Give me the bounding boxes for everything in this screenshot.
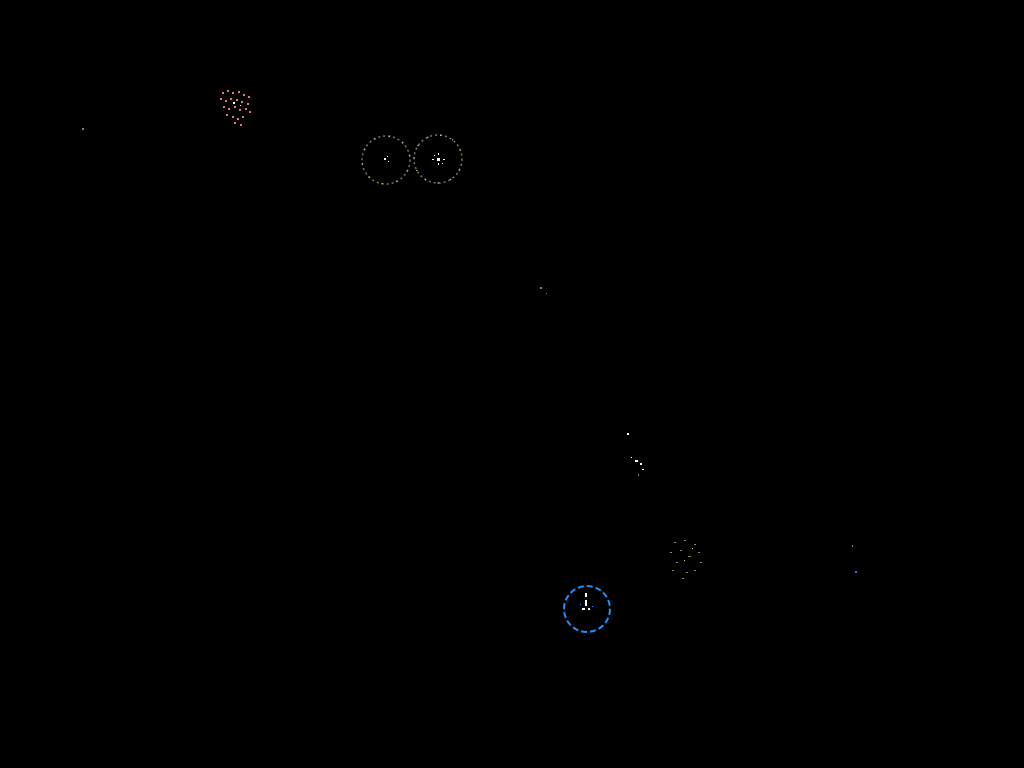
spark-icon <box>627 433 644 476</box>
star-dot-icon <box>540 287 542 289</box>
ring-enemy-left-icon[interactable] <box>358 132 414 188</box>
star-dot-icon <box>82 128 84 130</box>
ring-enemy-right-icon[interactable] <box>410 130 466 186</box>
player-ship-icon[interactable] <box>560 582 614 636</box>
asteroid-icon <box>220 90 251 126</box>
star-dot-icon <box>852 545 853 547</box>
explosion-debris-icon <box>670 540 702 579</box>
star-dot-icon <box>546 293 547 294</box>
star-dot-icon <box>855 571 857 573</box>
